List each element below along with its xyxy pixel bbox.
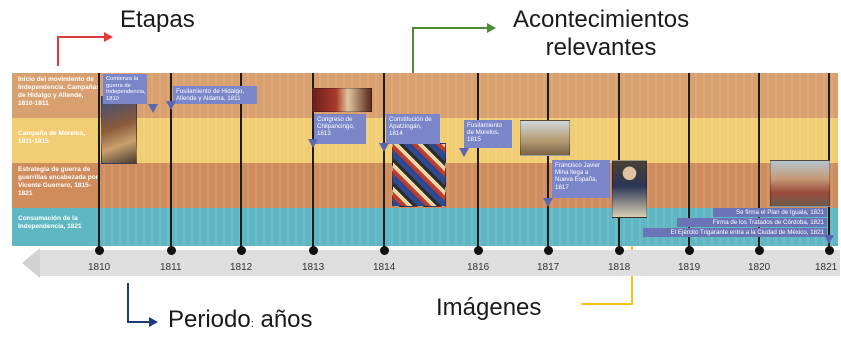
tick-1817 <box>547 73 549 251</box>
event-1814-pointer-icon <box>379 143 389 152</box>
year-label-1820: 1820 <box>748 262 771 273</box>
etapas-label: Etapas <box>120 6 195 33</box>
year-dot-1813 <box>309 246 318 255</box>
periodo-word: Periodo <box>168 306 251 333</box>
event-1815: Fusilamiento de Morelos, 1815 <box>464 120 512 148</box>
periodo-label: Periodo: años <box>168 306 313 334</box>
stage-label-4: Consumación de la Independencia, 1821 <box>18 215 82 230</box>
year-dot-1810 <box>95 246 104 255</box>
year-dot-1821 <box>825 246 834 255</box>
acontecimientos-label: Acontecimientos relevantes <box>513 6 689 62</box>
tick-1814 <box>383 73 385 251</box>
tick-1820 <box>758 73 760 251</box>
event-1813-pointer-icon <box>308 139 318 148</box>
year-dot-1820 <box>755 246 764 255</box>
tick-1811 <box>170 73 172 251</box>
stage-label-3: Estrategia de guerra de guerrillas encab… <box>18 166 99 197</box>
year-label-1816: 1816 <box>467 262 490 273</box>
event-1813: Congreso de Chilpancingo, 1813 <box>314 114 366 144</box>
event-1810-pointer-icon <box>148 104 158 113</box>
anos-word: años <box>260 306 313 333</box>
painting-image-congress <box>312 88 372 112</box>
landscape-image-1815 <box>520 120 570 156</box>
painting-image-1810 <box>101 96 137 164</box>
year-dot-1814 <box>380 246 389 255</box>
year-label-1810: 1810 <box>88 262 111 273</box>
year-label-1818: 1818 <box>608 262 631 273</box>
year-label-1817: 1817 <box>537 262 560 273</box>
event-1815-pointer-icon <box>459 148 469 157</box>
imagenes-label: Imágenes <box>436 294 542 321</box>
acontecimientos-line1: Acontecimientos <box>513 6 690 33</box>
event-1811: Fusilamiento de Hidalgo, Allende y Aldam… <box>173 86 257 104</box>
tick-1819 <box>688 73 690 251</box>
tick-1816 <box>477 73 479 251</box>
acontecimientos-line2: relevantes <box>545 34 657 61</box>
event-plan-iguala: Se firma el Plan de Iguala, 1821 <box>713 208 827 217</box>
event-1817-pointer-icon <box>543 198 553 207</box>
tick-1812 <box>240 73 242 251</box>
year-label-1821: 1821 <box>815 262 838 273</box>
year-dot-1812 <box>237 246 246 255</box>
event-1821-pointer-icon <box>824 235 834 244</box>
event-1814: Constitución de Apatzingán, 1814 <box>386 114 440 144</box>
portrait-image-mina <box>612 160 647 218</box>
timeline: Inicio del movimiento de Independencia. … <box>12 73 840 278</box>
arch-image-1821 <box>770 160 830 207</box>
year-label-1813: 1813 <box>302 262 325 273</box>
tick-1810 <box>98 73 100 251</box>
mural-image-1814 <box>392 143 446 207</box>
axis-left-arrow-icon <box>22 248 40 278</box>
event-1811-pointer-icon <box>166 101 176 110</box>
year-dot-1817 <box>544 246 553 255</box>
year-dot-1819 <box>685 246 694 255</box>
periodo-separator: : <box>250 318 254 330</box>
year-label-1819: 1819 <box>678 262 701 273</box>
year-dot-1811 <box>167 246 176 255</box>
event-tratados-cordoba: Firma de los Tratados de Córdoba, 1821 <box>677 218 827 227</box>
event-1810: Comienza la guerra de Independencia, 181… <box>103 74 147 104</box>
stage-label-2: Campaña de Morelos, 1811-1815 <box>18 130 86 145</box>
year-dot-1816 <box>474 246 483 255</box>
stage-label-1: Inicio del movimiento de Independencia. … <box>18 76 100 107</box>
event-ejercito-trigarante: El Ejército Trigarante entra a la Ciudad… <box>643 228 827 237</box>
year-label-1812: 1812 <box>230 262 253 273</box>
event-1817: Francisco Javier Mina llega a Nueva Espa… <box>552 160 610 198</box>
year-label-1814: 1814 <box>373 262 396 273</box>
year-label-1811: 1811 <box>160 262 182 273</box>
band-stage-4 <box>12 208 838 246</box>
tick-1813 <box>312 73 314 251</box>
year-dot-1818 <box>615 246 624 255</box>
